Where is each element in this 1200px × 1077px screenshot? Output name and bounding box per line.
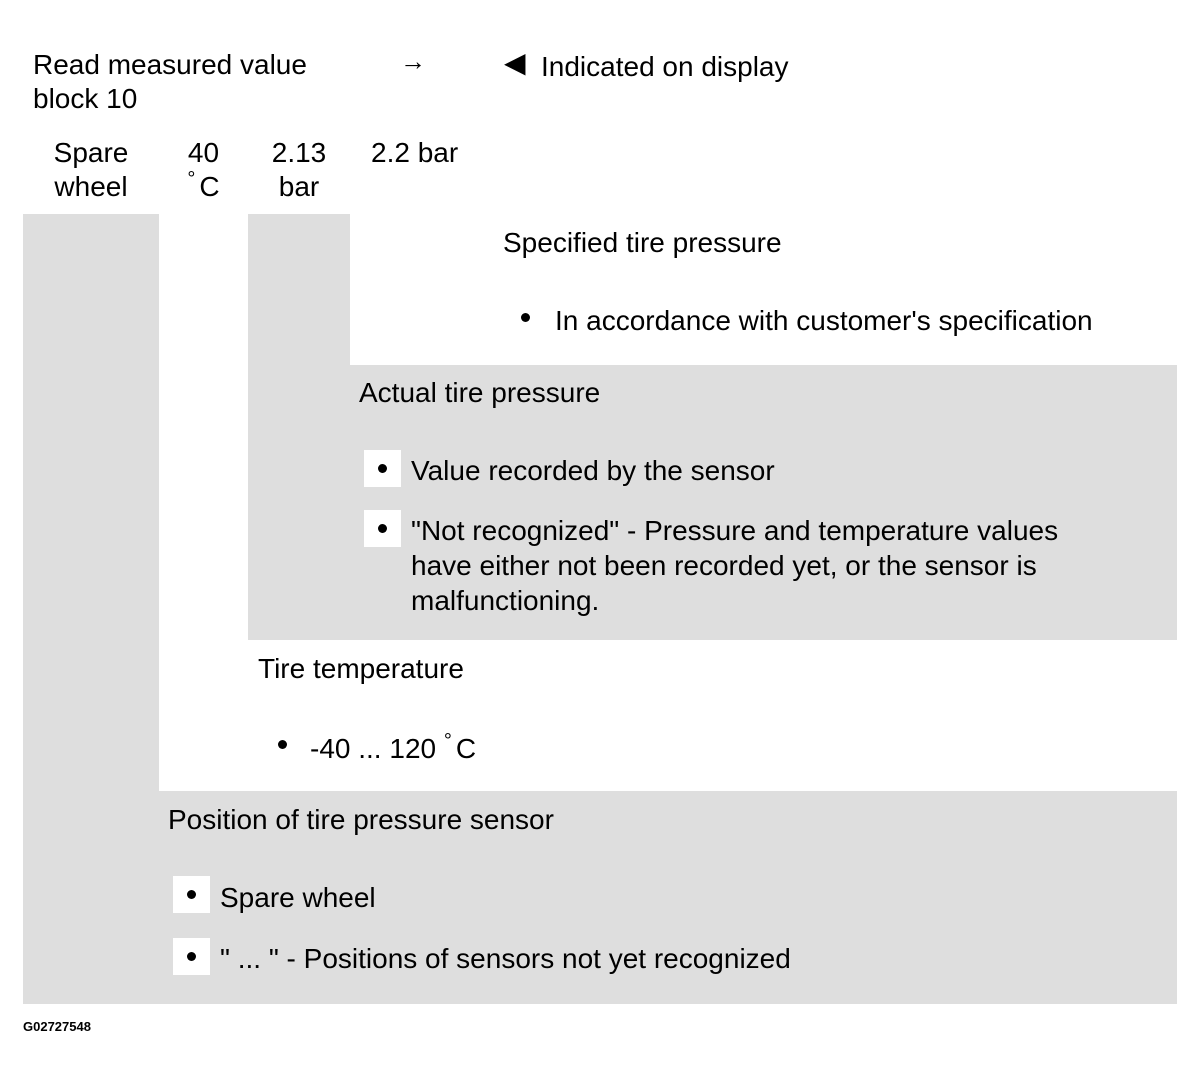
header-left-line1: Read measured value	[33, 49, 307, 80]
temperature-range-values: -40 ... 120	[310, 733, 437, 764]
temperature-range: -40 ... 120 °C	[310, 730, 477, 769]
display-actual-pressure-number: 2.13	[271, 137, 327, 168]
bullet-box	[364, 450, 401, 487]
temperature-section-title: Tire temperature	[258, 653, 464, 684]
bullet-icon	[521, 313, 530, 322]
actual-item-2-line3: malfunctioning.	[411, 585, 600, 616]
temperature-range-unit: C	[455, 733, 477, 764]
actual-item-1: Value recorded by the sensor	[411, 455, 775, 486]
column-position-bar	[23, 214, 159, 1004]
position-item-2: " ... " - Positions of sensors not yet r…	[220, 943, 791, 974]
degree-symbol: °	[443, 730, 452, 752]
display-temperature-value: 40 °C	[159, 136, 248, 207]
display-position-line2: wheel	[54, 171, 128, 202]
bullet-box	[173, 876, 210, 913]
figure-id: G02727548	[23, 1019, 91, 1034]
bullet-icon	[187, 890, 196, 899]
pointer-triangle-icon: ◀	[504, 47, 526, 78]
display-temperature-unit-line: °C	[159, 168, 248, 207]
bullet-box	[364, 510, 401, 547]
degree-symbol: °	[187, 168, 196, 190]
right-arrow-icon: →	[400, 46, 426, 76]
display-temperature-number: 40	[187, 137, 220, 168]
position-item-1: Spare wheel	[220, 882, 376, 913]
actual-section-title: Actual tire pressure	[359, 377, 601, 408]
bullet-icon	[187, 952, 196, 961]
actual-item-2-line1: "Not recognized" - Pressure and temperat…	[411, 515, 1059, 546]
position-section-title: Position of tire pressure sensor	[168, 804, 554, 835]
display-temperature-unit: C	[199, 171, 220, 202]
header-right-label: Indicated on display	[541, 51, 789, 82]
actual-item-2-line2: have either not been recorded yet, or th…	[411, 550, 1037, 581]
display-position-line1: Spare	[53, 137, 129, 168]
display-position-value: Spare wheel	[23, 136, 159, 204]
bullet-box	[173, 938, 210, 975]
display-specified-pressure-value: 2.2 bar	[371, 137, 459, 168]
bullet-icon	[278, 740, 287, 749]
display-actual-pressure-value: 2.13 bar	[248, 136, 350, 204]
position-section-bg	[159, 791, 1177, 1004]
column-actual-bar	[248, 214, 350, 640]
specified-section-title: Specified tire pressure	[503, 227, 782, 258]
specified-item-1: In accordance with customer's specificat…	[555, 305, 1093, 336]
display-actual-pressure-unit: bar	[278, 171, 320, 202]
bullet-icon	[378, 524, 387, 533]
bullet-icon	[378, 464, 387, 473]
header-left-line2: block 10	[33, 83, 138, 114]
actual-section-bg	[350, 365, 1177, 640]
